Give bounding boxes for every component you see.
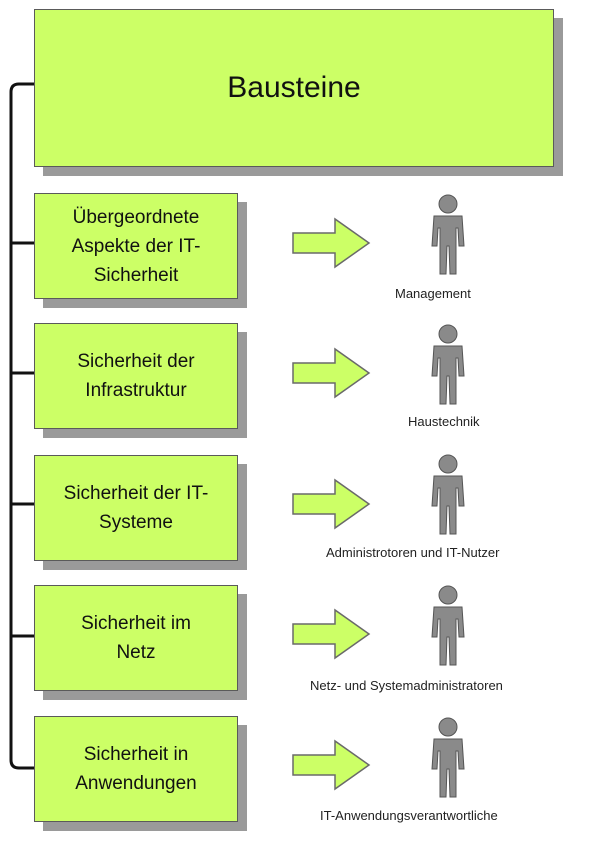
main-box: Bausteine [34,9,554,167]
person-icon-1 [431,324,465,405]
person-icon-2 [431,454,465,535]
person-icon-0 [431,194,465,275]
main-title: Bausteine [227,71,361,104]
module-box-3: Sicherheit im Netz [34,585,238,691]
arrow-icon-0 [292,218,370,268]
module-box-0: Übergeordnete Aspekte der IT- Sicherheit [34,193,238,299]
module-box-1: Sicherheit der Infrastruktur [34,323,238,429]
role-label-3: Netz- und Systemadministratoren [310,678,503,693]
role-label-0: Management [395,286,471,301]
role-label-1: Haustechnik [408,414,480,429]
person-icon-4 [431,717,465,798]
module-box-4: Sicherheit in Anwendungen [34,716,238,822]
person-icon-3 [431,585,465,666]
arrow-icon-2 [292,479,370,529]
arrow-icon-4 [292,740,370,790]
module-box-2: Sicherheit der IT- Systeme [34,455,238,561]
arrow-icon-1 [292,348,370,398]
role-label-2: Administrotoren und IT-Nutzer [326,545,500,560]
module-label-1: Sicherheit der Infrastruktur [77,351,195,401]
arrow-icon-3 [292,609,370,659]
module-label-2: Sicherheit der IT- Systeme [63,483,209,533]
module-label-4: Sicherheit in Anwendungen [75,744,197,794]
module-label-3: Sicherheit im Netz [81,613,191,663]
role-label-4: IT-Anwendungsverantwortliche [320,808,498,823]
module-label-0: Übergeordnete Aspekte der IT- Sicherheit [71,206,201,286]
